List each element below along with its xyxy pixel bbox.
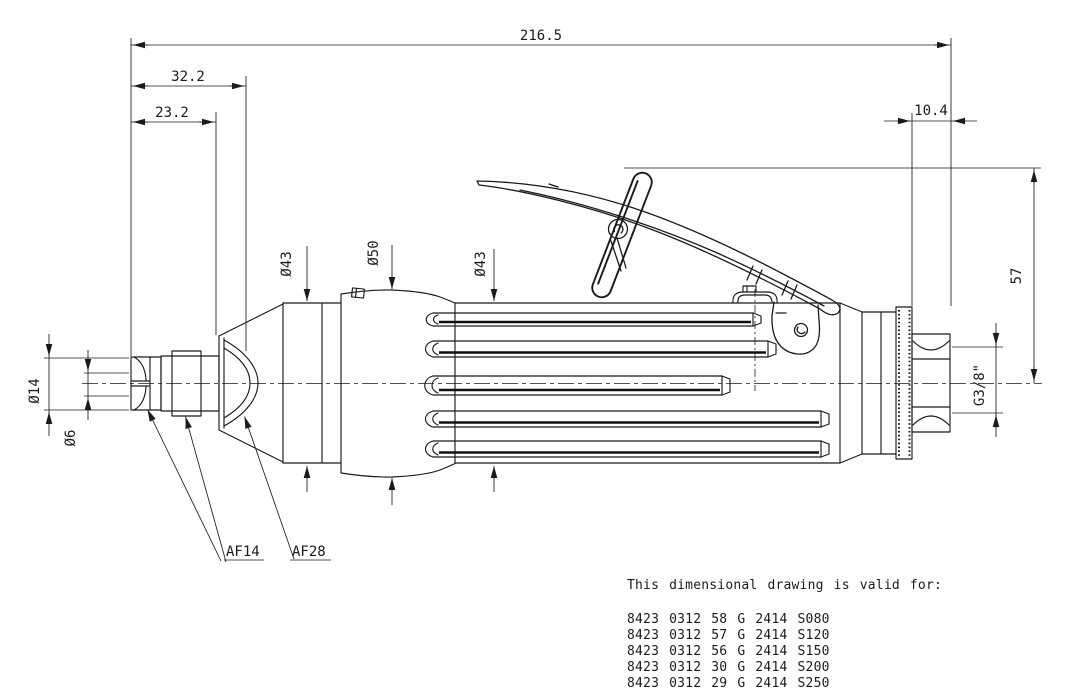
dimension-dia-14: Ø14 (27, 334, 53, 436)
rear-housing (839, 302, 897, 464)
grip-slots (424, 312, 830, 458)
dimension-dia-43-front: Ø43 (279, 246, 311, 492)
extension-lines (44, 38, 1041, 414)
dimension-overall-length: 216.5 (131, 28, 951, 49)
dim-label-23-2: 23.2 (155, 105, 189, 121)
dimensions: 216.5 32.2 23.2 10.4 57 (27, 28, 1041, 563)
dim-label-overall-length: 216.5 (520, 28, 562, 44)
oil-plug (350, 287, 366, 299)
leader-af28: AF28 (244, 416, 331, 561)
pivot-pin (793, 322, 809, 338)
air-inlet-hex (911, 333, 951, 433)
grip-slot (424, 410, 830, 428)
grip-slot (424, 375, 731, 396)
notes-title: This dimensional drawing is valid for: (627, 578, 942, 593)
dim-label-g38: G3/8" (972, 364, 988, 406)
validity-notes: This dimensional drawing is valid for: 8… (627, 578, 942, 691)
model-number: 8423 0312 29 G 2414 S250 (627, 676, 830, 691)
model-number: 8423 0312 30 G 2414 S200 (627, 660, 830, 675)
front-housing (282, 293, 342, 474)
lever-pivot-bracket (771, 301, 821, 355)
dim-label-dia50: Ø50 (366, 240, 382, 265)
model-number: 8423 0312 58 G 2414 S080 (627, 612, 830, 627)
dim-label-57: 57 (1009, 268, 1025, 285)
catch-pivot (607, 218, 629, 240)
label-af14: AF14 (226, 544, 260, 560)
dimension-dia-6: Ø6 (63, 350, 92, 447)
model-number: 8423 0312 57 G 2414 S120 (627, 628, 830, 643)
dim-label-dia14: Ø14 (27, 378, 43, 403)
dimension-57: 57 (1009, 168, 1038, 383)
dim-label-32-2: 32.2 (171, 69, 205, 85)
dim-label-dia43-front: Ø43 (279, 251, 295, 276)
safety-catch (591, 171, 653, 299)
motor-housing (340, 287, 456, 478)
tool-body (130, 287, 951, 478)
dimension-10-4: 10.4 (884, 103, 977, 125)
knurled-ring (895, 306, 913, 460)
dim-label-dia6: Ø6 (63, 430, 79, 447)
label-af28: AF28 (292, 544, 326, 560)
front-cone (218, 303, 284, 463)
dimension-23-2: 23.2 (131, 105, 216, 126)
dimension-inlet-thread: G3/8" (972, 323, 1000, 437)
valve-cap (732, 285, 778, 304)
grip-slot (424, 340, 777, 358)
dim-label-10-4: 10.4 (914, 103, 948, 119)
grip-housing (454, 302, 841, 464)
grip-slot (425, 312, 762, 327)
grip-slot (424, 440, 830, 458)
dimension-dia-43-grip: Ø43 (473, 249, 498, 492)
dim-label-dia43-grip: Ø43 (473, 251, 489, 276)
model-number: 8423 0312 56 G 2414 S150 (627, 644, 830, 659)
dimension-dia-50: Ø50 (366, 240, 396, 505)
leader-af14: AF14 (147, 409, 264, 563)
dimension-32-2: 32.2 (131, 69, 246, 90)
throttle-lever (476, 180, 841, 316)
centerline-axis (82, 289, 1042, 391)
lever-segment-ticks (746, 265, 798, 300)
